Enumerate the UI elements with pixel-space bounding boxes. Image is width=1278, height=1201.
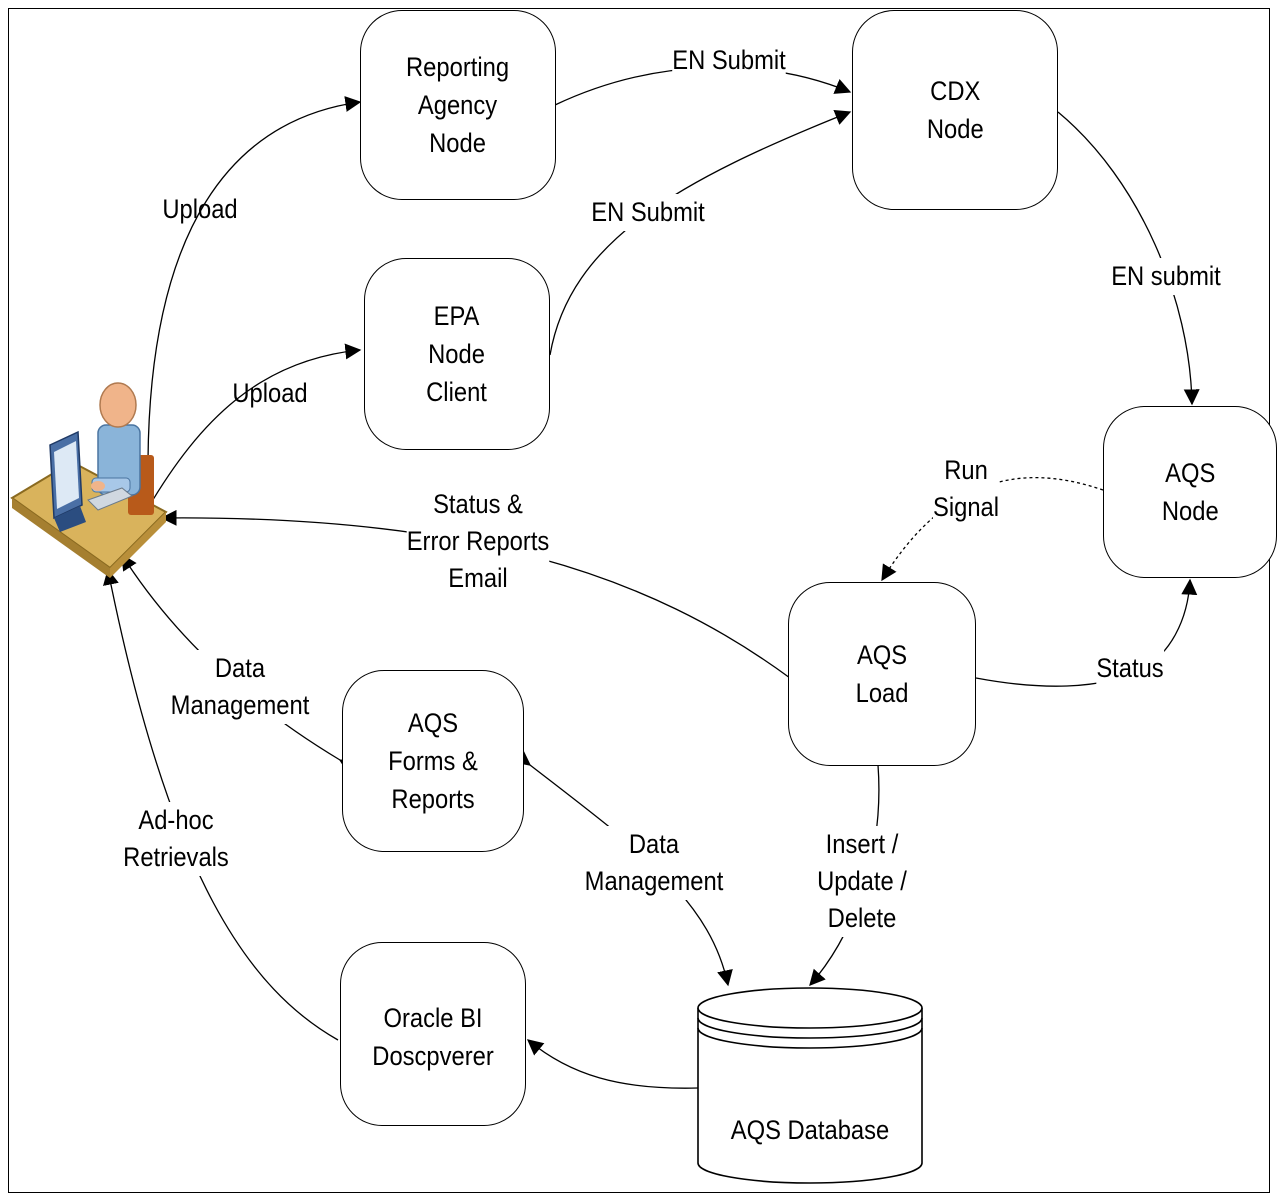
node-label: Load [855, 678, 909, 708]
node-label: CDX [929, 76, 981, 106]
edge-adhoc-retrievals [103, 568, 339, 1041]
edge-en-submit-middle [549, 110, 852, 356]
edge-en-submit-right [1057, 111, 1200, 406]
edge-label-en-submit-right: EN submit [1111, 258, 1221, 295]
aqs-database-label: AQS Database [730, 1115, 890, 1145]
diagram-frame [8, 8, 1270, 1193]
node-label: EPA [434, 301, 480, 331]
aqs-node: AQS Node [1103, 406, 1277, 578]
edge-aqs-db-to-oracle [526, 1039, 699, 1089]
aqs-load-node: AQS Load [788, 582, 976, 766]
node-label: AQS [407, 708, 459, 738]
aqs-database-cylinder [697, 987, 923, 1184]
node-label: Node [926, 114, 984, 144]
node-label: Doscpverer [372, 1041, 494, 1071]
node-label: Forms & [388, 746, 478, 776]
aqs-forms-reports-node: AQS Forms & Reports [342, 670, 524, 852]
edge-upload-top [147, 96, 362, 461]
user-at-desk-icon [10, 382, 168, 578]
node-label: Node [1161, 496, 1219, 526]
edge-label-upload-bottom: Upload [232, 378, 308, 408]
node-label: AQS [856, 640, 908, 670]
edge-label-en-submit-top: EN Submit [672, 42, 786, 79]
edge-label-en-submit-middle: EN Submit [591, 194, 705, 231]
node-label: Reports [391, 784, 475, 814]
node-label: Client [426, 377, 488, 407]
node-label: Node [429, 128, 487, 158]
edge-label-status: Status [1096, 650, 1164, 687]
node-label: Reporting [406, 52, 510, 82]
edge-upload-bottom [147, 343, 362, 509]
oracle-bi-discoverer-node: Oracle BI Doscpverer [340, 942, 526, 1126]
edge-label-insert-update-delete: Insert /Update /Delete [817, 826, 907, 937]
cdx-node: CDX Node [852, 10, 1058, 210]
node-label: Agency [418, 90, 498, 120]
node-label: Node [428, 339, 486, 369]
node-label: AQS [1164, 458, 1216, 488]
edge-label-upload-top: Upload [162, 194, 238, 224]
node-label: Oracle BI [383, 1003, 483, 1033]
